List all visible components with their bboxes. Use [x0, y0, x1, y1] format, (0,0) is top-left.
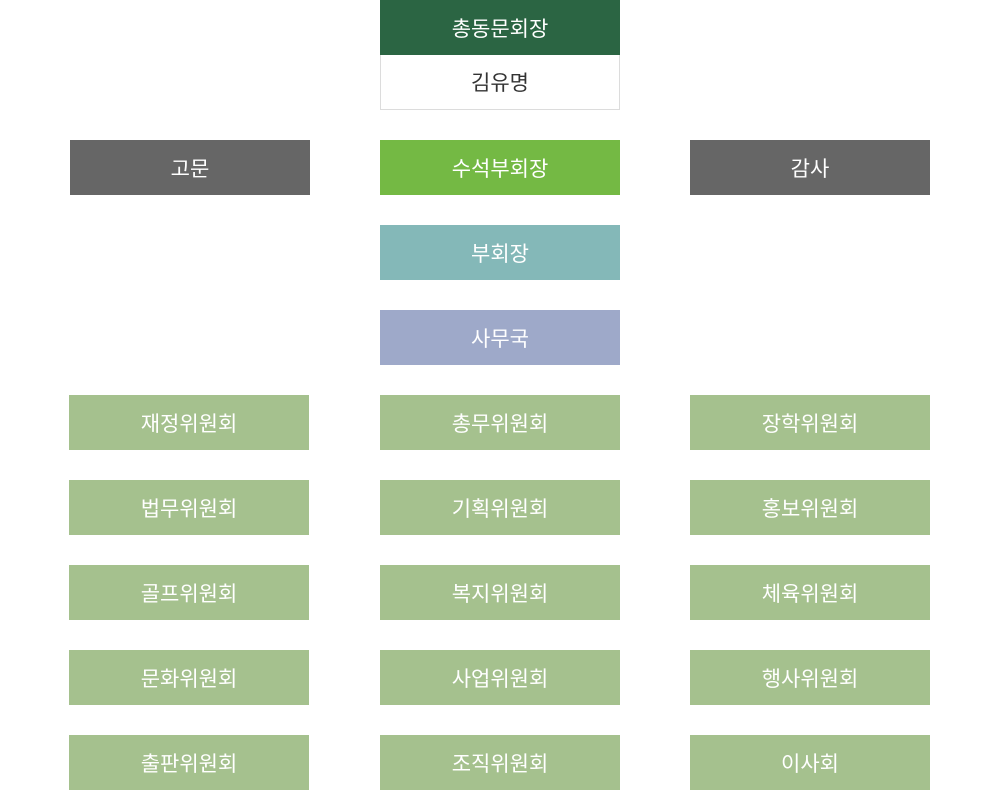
committee-box-finance: 재정위원회 [69, 395, 309, 450]
senior-vice-president-box: 수석부회장 [380, 140, 620, 195]
committee-box-scholarship: 장학위원회 [690, 395, 930, 450]
secretariat-box: 사무국 [380, 310, 620, 365]
committee-box-planning: 기획위원회 [380, 480, 620, 535]
committee-box-events: 행사위원회 [690, 650, 930, 705]
committee-box-legal: 법무위원회 [69, 480, 309, 535]
committee-box-sports: 체육위원회 [690, 565, 930, 620]
president-title-box: 총동문회장 [380, 0, 620, 55]
committee-box-organization: 조직위원회 [380, 735, 620, 790]
committee-box-publicity: 홍보위원회 [690, 480, 930, 535]
advisor-box: 고문 [70, 140, 310, 195]
committee-box-welfare: 복지위원회 [380, 565, 620, 620]
committee-box-business: 사업위원회 [380, 650, 620, 705]
committee-box-board: 이사회 [690, 735, 930, 790]
committee-box-publication: 출판위원회 [69, 735, 309, 790]
committee-box-golf: 골프위원회 [69, 565, 309, 620]
vice-president-box: 부회장 [380, 225, 620, 280]
president-name-box: 김유명 [380, 55, 620, 110]
committee-box-general-affairs: 총무위원회 [380, 395, 620, 450]
auditor-box: 감사 [690, 140, 930, 195]
committee-box-culture: 문화위원회 [69, 650, 309, 705]
